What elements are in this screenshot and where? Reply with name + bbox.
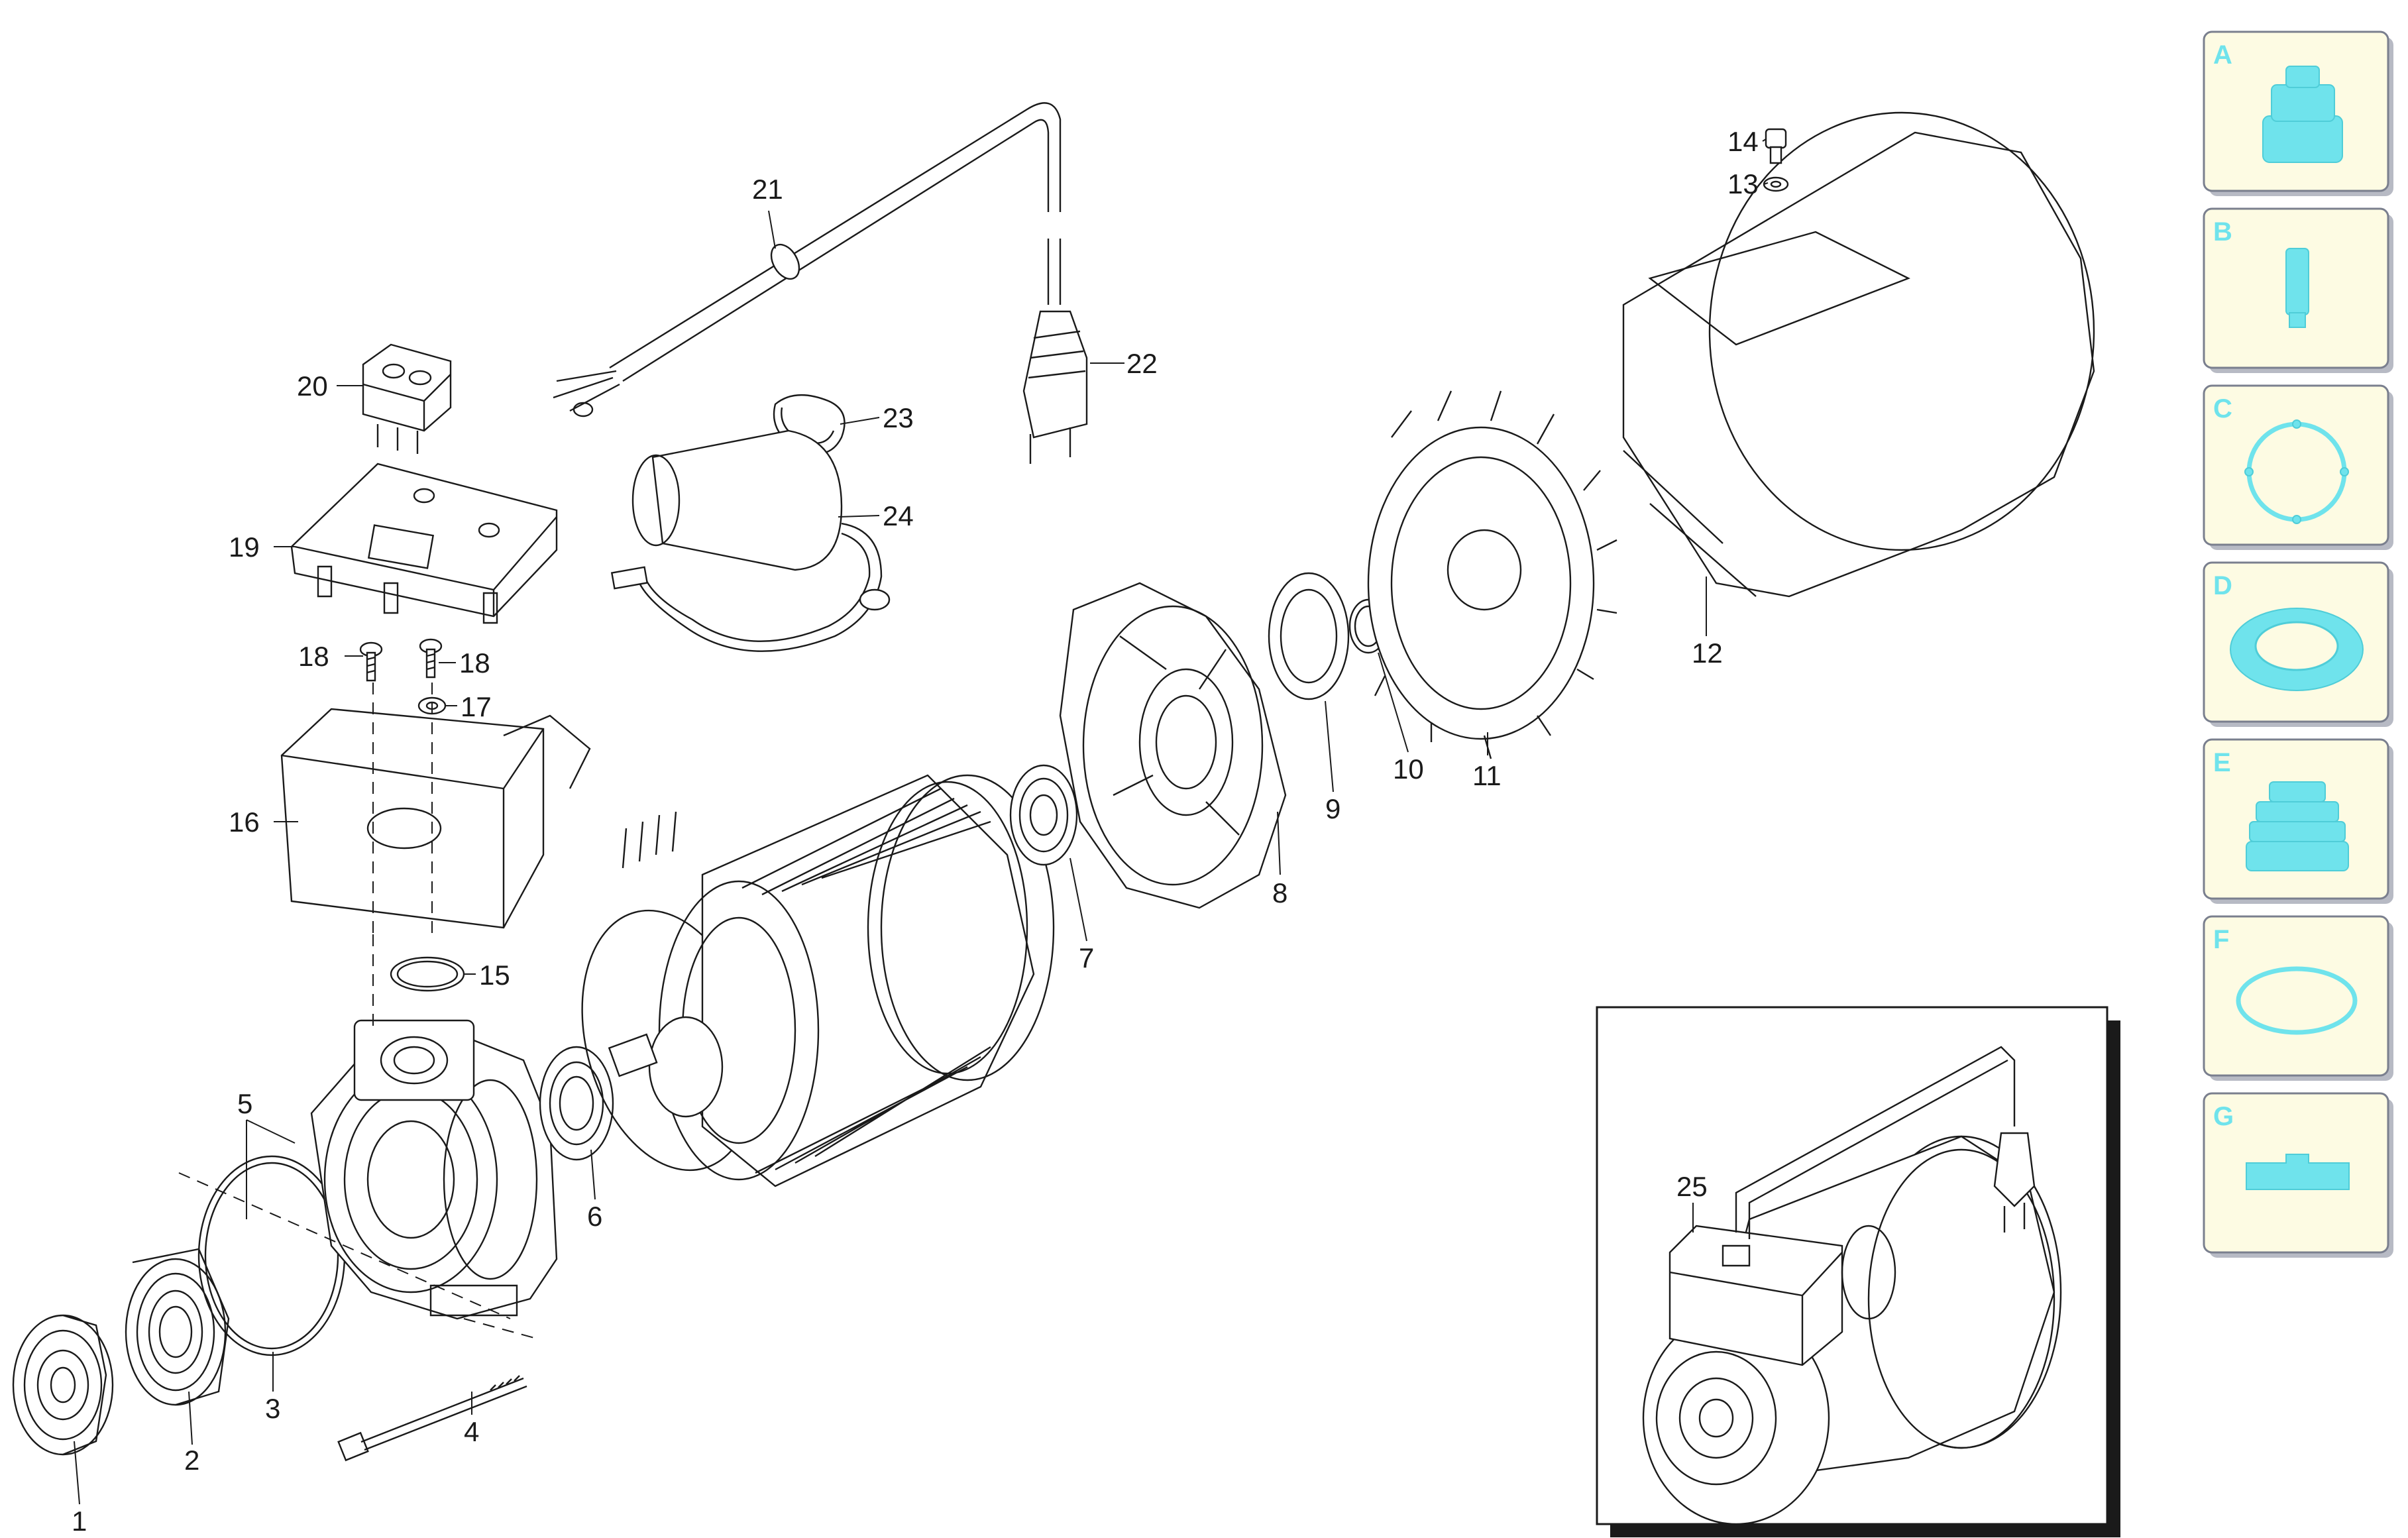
- callout-13: 13: [1727, 168, 1759, 199]
- cover-washer-part[interactable]: [1764, 178, 1788, 191]
- rear-bearing-part[interactable]: [1011, 765, 1077, 865]
- callout-15: 15: [479, 960, 510, 991]
- callout-24: 24: [883, 500, 914, 531]
- callout-18-right: 18: [459, 647, 490, 679]
- fan-cover-part[interactable]: [1623, 113, 2094, 596]
- callout-21: 21: [752, 174, 783, 205]
- o-ring-icon: [2245, 420, 2348, 523]
- callout-5: 5: [237, 1088, 252, 1119]
- category-tile-b[interactable]: B: [2204, 209, 2393, 373]
- cylinder-part-icon: [2286, 248, 2309, 327]
- assembly-guides: [179, 683, 537, 1339]
- callout-12: 12: [1692, 637, 1723, 669]
- category-letter-f: F: [2213, 925, 2229, 954]
- shaft-seal-part[interactable]: [540, 1047, 613, 1160]
- callout-18-left: 18: [298, 641, 329, 672]
- category-letter-g: G: [2213, 1102, 2234, 1131]
- seal-ring-part-9[interactable]: [1269, 573, 1348, 699]
- end-shield-part[interactable]: [1060, 583, 1286, 908]
- impeller-part[interactable]: [13, 1315, 113, 1455]
- callout-11: 11: [1472, 760, 1502, 791]
- switch-part[interactable]: [363, 345, 451, 454]
- callout-10: 10: [1393, 753, 1424, 785]
- front-bearing-part[interactable]: [126, 1249, 229, 1405]
- gasket-icon: [2238, 969, 2355, 1032]
- callout-3: 3: [265, 1393, 280, 1424]
- callout-16: 16: [229, 806, 260, 838]
- motor-stator-part[interactable]: [609, 775, 1054, 1186]
- callout-6: 6: [587, 1201, 602, 1232]
- bellows-icon: [2246, 782, 2348, 871]
- fan-part[interactable]: [1368, 391, 1617, 759]
- category-letter-c: C: [2213, 394, 2232, 423]
- terminal-box-part[interactable]: [282, 709, 590, 928]
- callout-labels: 1 2 3 4 5 6 7 8 9 10 11 12 13 14 15 16 1…: [72, 126, 1759, 1537]
- category-tile-a[interactable]: A: [2204, 32, 2393, 196]
- callout-8: 8: [1272, 877, 1287, 908]
- power-cable-part[interactable]: [553, 103, 1060, 416]
- seal-ring-icon: [2230, 608, 2363, 690]
- mains-plug-part[interactable]: [1024, 239, 1087, 464]
- cover-screw-part[interactable]: [1766, 129, 1786, 163]
- category-letter-b: B: [2213, 217, 2232, 247]
- callout-19: 19: [229, 531, 260, 563]
- callout-17: 17: [461, 691, 492, 722]
- terminal-box-lid-part[interactable]: [292, 464, 557, 623]
- callout-20: 20: [297, 370, 328, 402]
- category-letter-a: A: [2213, 40, 2232, 70]
- callout-7: 7: [1079, 942, 1094, 973]
- pump-cover-icon: [2263, 66, 2342, 162]
- capacitor-part[interactable]: [612, 431, 889, 651]
- category-tile-c[interactable]: C: [2204, 386, 2393, 550]
- lid-screw-right-part[interactable]: [420, 639, 441, 677]
- category-panel: A B C: [2204, 32, 2393, 1258]
- callout-1: 1: [72, 1506, 87, 1537]
- long-bolt-part[interactable]: [339, 1376, 527, 1460]
- category-tile-e[interactable]: E: [2204, 740, 2393, 904]
- callout-4: 4: [464, 1416, 479, 1447]
- category-letter-d: D: [2213, 571, 2232, 600]
- callout-9: 9: [1325, 793, 1341, 824]
- callout-22: 22: [1126, 348, 1158, 379]
- lid-screw-left-part[interactable]: [360, 643, 382, 681]
- leader-lines: [74, 139, 1768, 1504]
- category-letter-e: E: [2213, 748, 2231, 777]
- bracket-icon: [2246, 1154, 2349, 1189]
- o-ring-part-15[interactable]: [391, 958, 464, 991]
- category-tile-d[interactable]: D: [2204, 563, 2393, 727]
- pump-housing-part[interactable]: [311, 1020, 557, 1319]
- callout-2: 2: [184, 1445, 199, 1476]
- category-tile-g[interactable]: G: [2204, 1093, 2393, 1258]
- callout-23: 23: [883, 402, 914, 433]
- category-tile-f[interactable]: F: [2204, 916, 2393, 1081]
- callout-14: 14: [1727, 126, 1759, 157]
- assembled-motor-inset[interactable]: [1597, 1007, 2120, 1537]
- callout-25: 25: [1676, 1171, 1708, 1202]
